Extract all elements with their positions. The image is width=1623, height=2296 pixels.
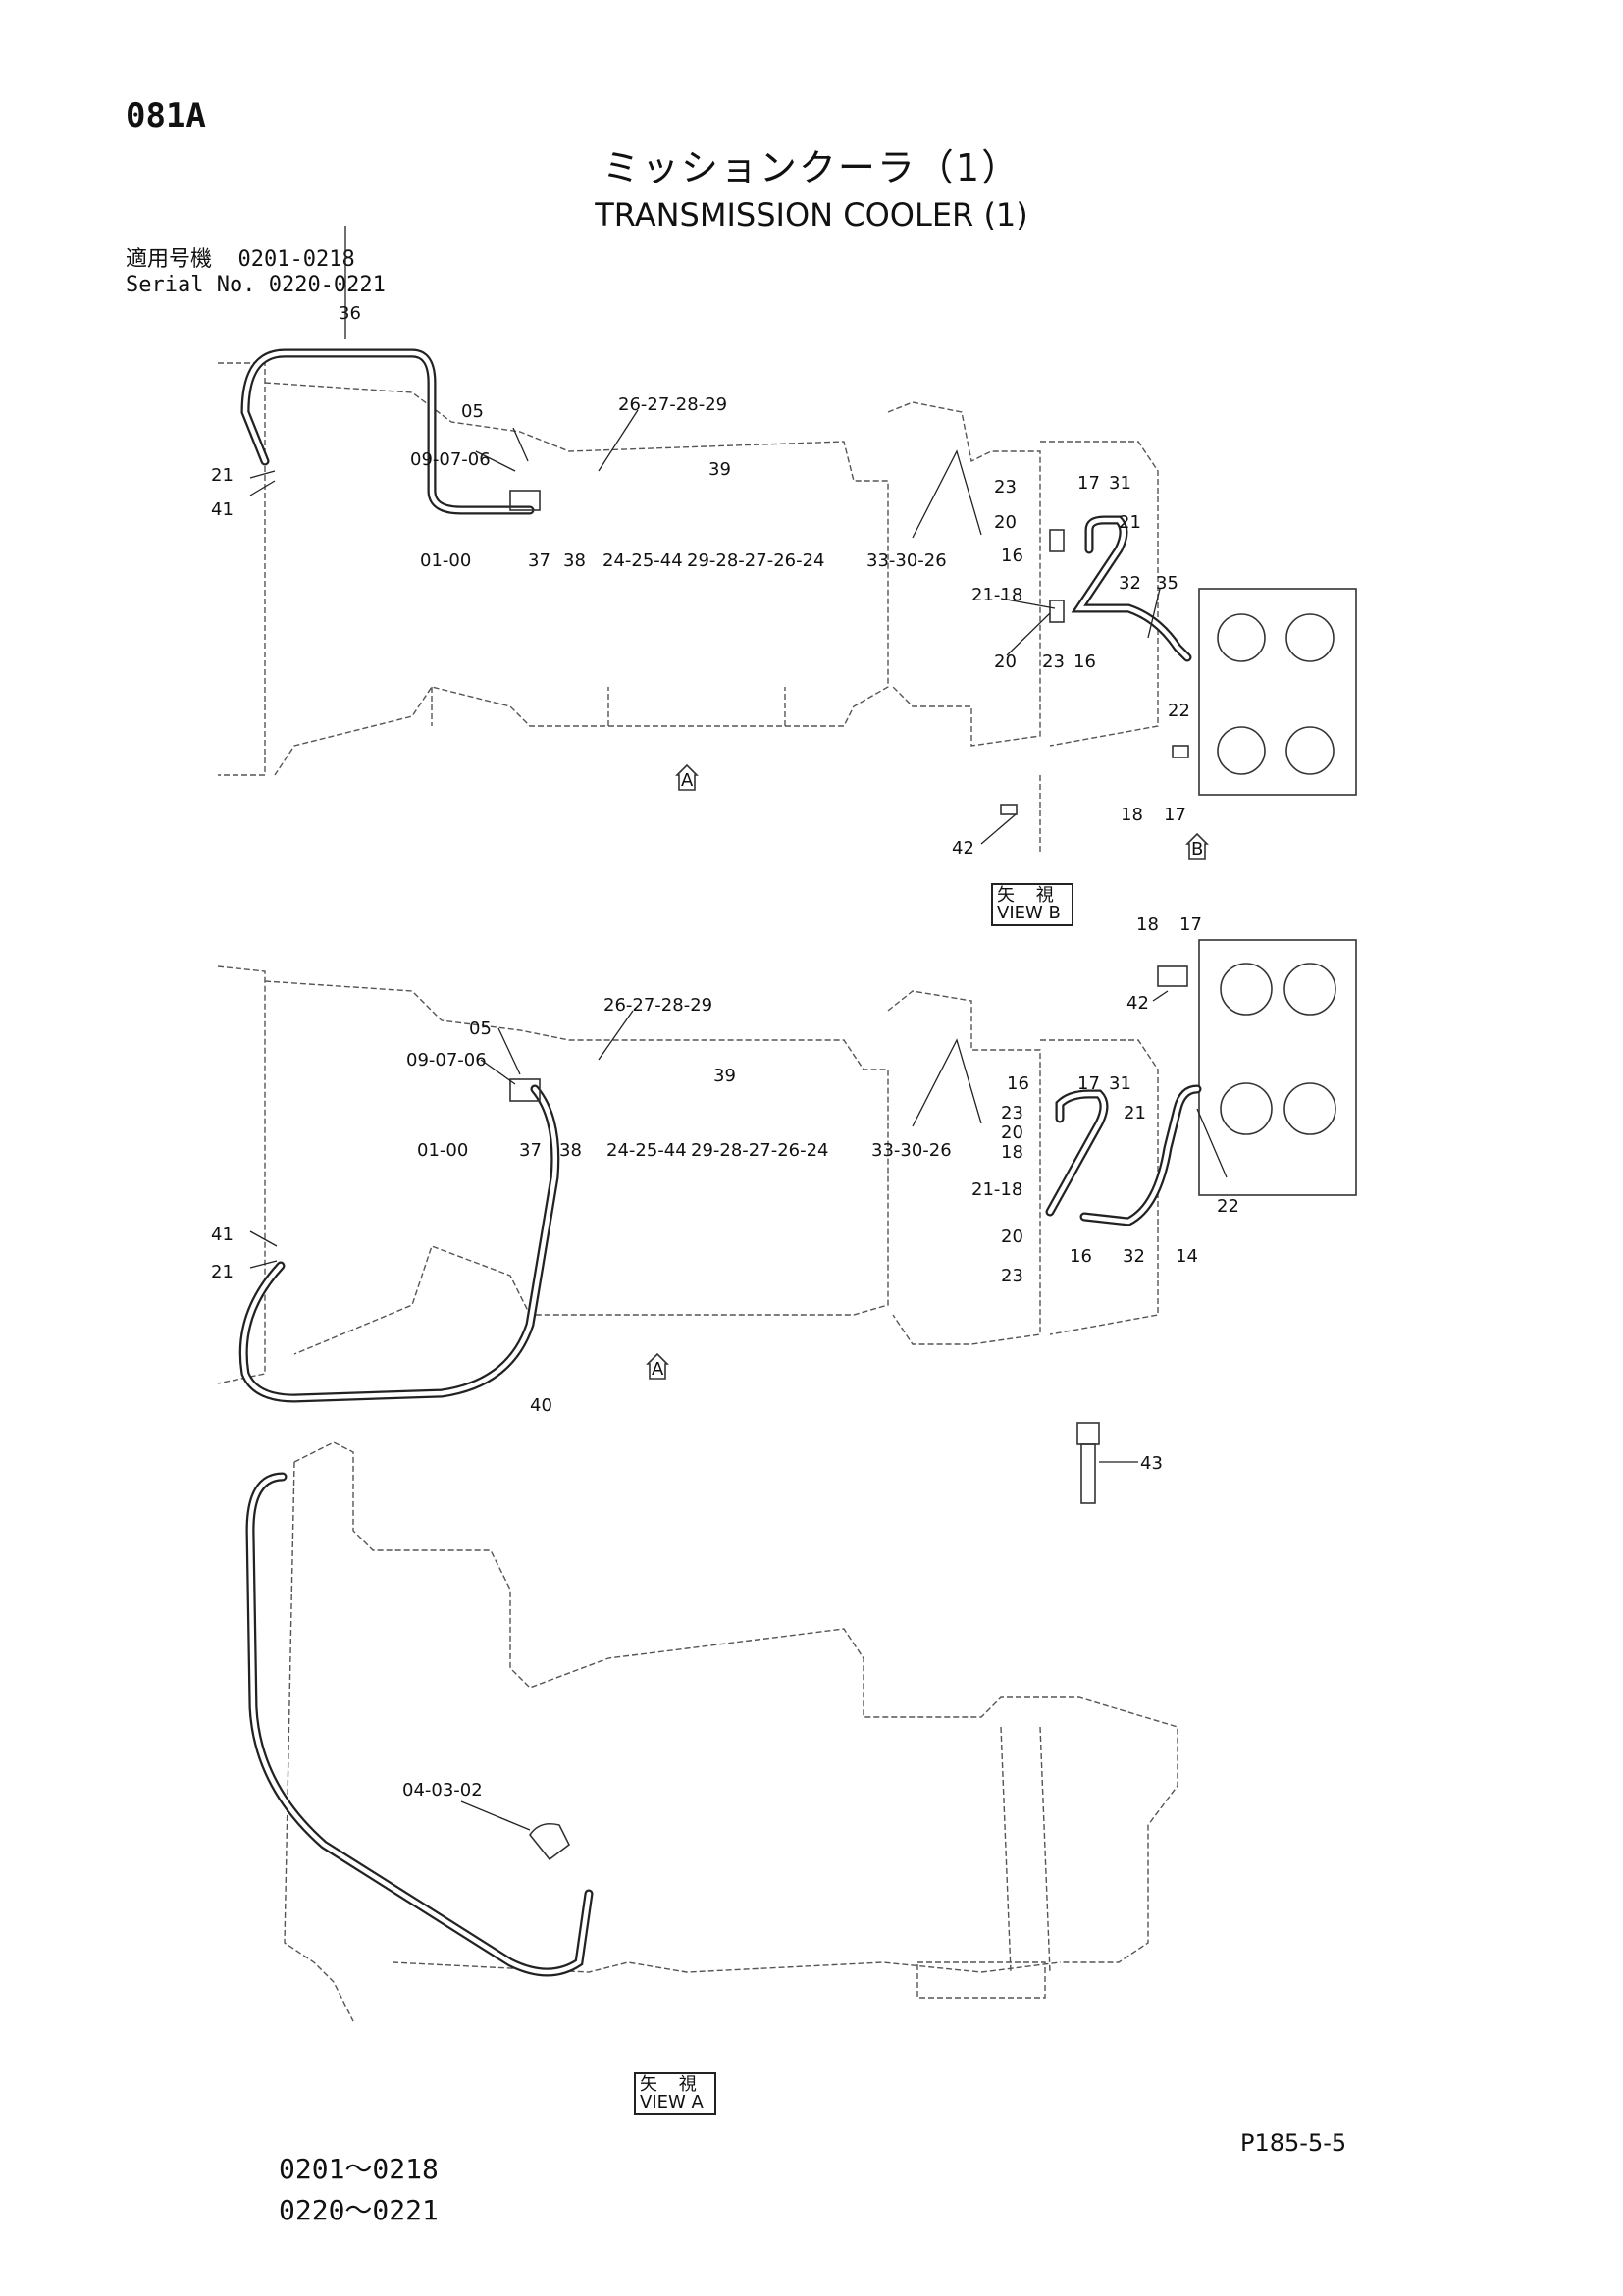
view-a-box: 矢 視 VIEW A xyxy=(634,2072,716,2115)
label-23: 23 xyxy=(994,477,1017,497)
label-37: 37 xyxy=(528,550,550,571)
label-17c-mid: 17 xyxy=(1077,1073,1100,1094)
label-01-00-mid: 01-00 xyxy=(417,1140,468,1161)
arrow-a-letter-mid: A xyxy=(652,1359,664,1380)
serial-label-jp: 適用号機 xyxy=(126,247,213,272)
label-40-mid: 40 xyxy=(530,1395,552,1416)
view-b-jp: 矢 視 xyxy=(997,885,1062,906)
label-42-mid: 42 xyxy=(1126,993,1149,1014)
label-33-30-26-mid: 33-30-26 xyxy=(871,1140,952,1161)
label-17-mid: 17 xyxy=(1179,914,1202,935)
label-21-18-mid: 21-18 xyxy=(971,1179,1022,1200)
label-22: 22 xyxy=(1168,701,1190,721)
label-41: 41 xyxy=(211,499,234,520)
label-21-mid: 21 xyxy=(1124,1103,1146,1123)
label-29-28-27-26-24: 29-28-27-26-24 xyxy=(687,550,825,571)
label-16b: 16 xyxy=(1073,652,1096,672)
footer-range-a: 0201～0218 xyxy=(279,2153,439,2185)
label-16: 16 xyxy=(1001,546,1023,566)
serial-range-1: 0201-0218 xyxy=(237,247,355,272)
label-35: 35 xyxy=(1156,573,1178,594)
view-a-en: VIEW A xyxy=(640,2092,704,2113)
label-23b: 23 xyxy=(1042,652,1065,672)
label-29-28-27-26-24-mid: 29-28-27-26-24 xyxy=(691,1140,829,1161)
footer-range-b: 0220～0221 xyxy=(279,2194,439,2226)
label-16-mid: 16 xyxy=(1007,1073,1029,1094)
label-21-18: 21-18 xyxy=(971,585,1022,605)
upper-view xyxy=(218,226,1357,860)
label-17b: 17 xyxy=(1164,805,1186,825)
label-20b-mid: 20 xyxy=(1001,1226,1023,1247)
arrow-b-letter: B xyxy=(1191,839,1203,860)
middle-labels: 18 17 42 26-27-28-29 05 09-07-06 39 16 1… xyxy=(211,914,1239,1416)
label-18-mid: 18 xyxy=(1136,914,1159,935)
label-26-27-28-29: 26-27-28-29 xyxy=(618,394,727,415)
label-05-mid: 05 xyxy=(469,1018,492,1039)
label-24-25-44-mid: 24-25-44 xyxy=(606,1140,687,1161)
middle-view xyxy=(217,939,1357,1403)
label-22-mid: 22 xyxy=(1217,1196,1239,1217)
label-41-mid: 41 xyxy=(211,1225,234,1245)
label-37-mid: 37 xyxy=(519,1140,542,1161)
label-33-30-26: 33-30-26 xyxy=(866,550,947,571)
label-21c-mid: 21 xyxy=(211,1262,234,1282)
page-reference: P185-5-5 xyxy=(1240,2129,1347,2157)
view-b-en: VIEW B xyxy=(997,903,1061,923)
label-42: 42 xyxy=(952,838,974,859)
label-32-mid: 32 xyxy=(1123,1246,1145,1267)
title-english: TRANSMISSION COOLER (1) xyxy=(595,196,1028,234)
serial-block: 適用号機 0201-0218 Serial No. 0220-0221 xyxy=(126,247,386,298)
upper-labels: 36 05 09-07-06 21 41 01-00 37 38 26-27-2… xyxy=(211,303,1190,859)
label-23b-mid: 23 xyxy=(1001,1266,1023,1286)
label-18: 18 xyxy=(1121,805,1143,825)
label-21: 21 xyxy=(211,465,234,486)
label-04-03-02: 04-03-02 xyxy=(402,1780,483,1800)
label-32: 32 xyxy=(1119,573,1141,594)
label-18b-mid: 18 xyxy=(1001,1142,1023,1163)
bottom-labels: 43 04-03-02 xyxy=(402,1453,1163,1800)
label-14-mid: 14 xyxy=(1176,1246,1198,1267)
label-39: 39 xyxy=(708,459,731,480)
label-21b: 21 xyxy=(1119,512,1141,533)
label-38: 38 xyxy=(563,550,586,571)
label-20b: 20 xyxy=(994,652,1017,672)
label-20-mid: 20 xyxy=(1001,1122,1023,1143)
label-23-mid: 23 xyxy=(1001,1103,1023,1123)
label-09-07-06: 09-07-06 xyxy=(410,449,491,470)
serial-label-en: Serial No. xyxy=(126,273,256,297)
label-24-25-44: 24-25-44 xyxy=(602,550,683,571)
view-b-box: 矢 視 VIEW B xyxy=(991,883,1073,926)
label-31: 31 xyxy=(1109,473,1131,494)
label-43: 43 xyxy=(1140,1453,1163,1474)
label-09-07-06-mid: 09-07-06 xyxy=(406,1050,487,1070)
label-36: 36 xyxy=(339,303,361,324)
label-38-mid: 38 xyxy=(559,1140,582,1161)
label-05: 05 xyxy=(461,401,484,422)
label-26-27-28-29-mid: 26-27-28-29 xyxy=(603,995,712,1016)
view-a-jp: 矢 視 xyxy=(640,2074,705,2095)
label-31-mid: 31 xyxy=(1109,1073,1131,1094)
page-code: 081A xyxy=(126,96,206,135)
label-01-00: 01-00 xyxy=(420,550,471,571)
arrow-a-letter-top: A xyxy=(681,770,694,791)
label-16b-mid: 16 xyxy=(1070,1246,1092,1267)
label-39-mid: 39 xyxy=(713,1066,736,1086)
serial-range-2: 0220-0221 xyxy=(268,273,386,297)
view-a-drawing xyxy=(245,1422,1178,2022)
title-japanese: ミッションクーラ（1） xyxy=(602,146,1021,189)
label-17: 17 xyxy=(1077,473,1100,494)
footer-ranges: 0201～0218 0220～0221 xyxy=(279,2149,439,2231)
label-20: 20 xyxy=(994,512,1017,533)
